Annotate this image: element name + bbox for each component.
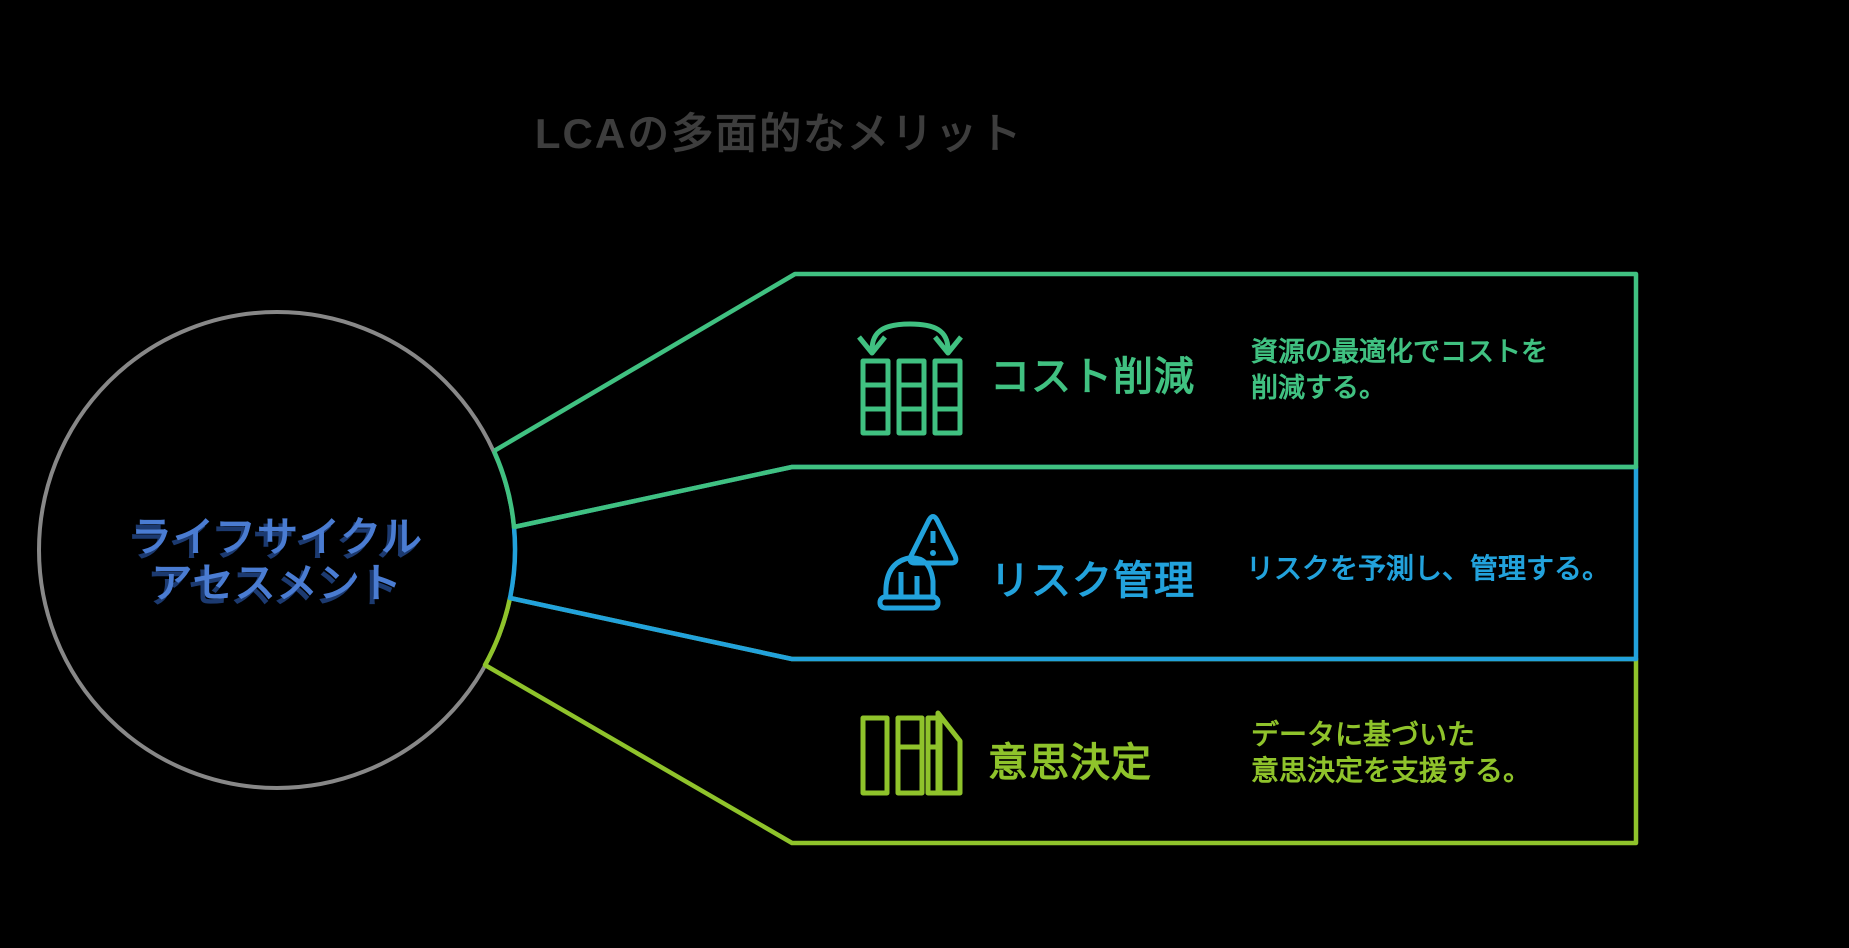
benefit-band-decision [482,595,1639,846]
diagram-title: LCAの多面的なメリット [534,110,1024,157]
benefit-label-cost-reduction: コスト削減 [990,355,1195,399]
benefit-band-cost [491,271,1639,530]
data-books-icon [860,710,963,796]
circle-label-line2: アセスメント [151,560,403,606]
circle-label: ライフサイクル アセスメント [97,514,457,606]
benefit-label-risk-management: リスク管理 [990,559,1195,603]
benefit-description-decision-making: データに基づいた 意思決定を支援する。 [1251,717,1531,789]
circle-label-line1: ライフサイクル [131,514,423,560]
benefit-description-decision-line1: データに基づいた [1251,719,1476,750]
benefit-description-decision-line2: 意思決定を支援する。 [1251,755,1532,786]
benefit-description-risk-line1: リスクを予測し、管理する。 [1246,553,1611,584]
resource-optimization-icon [857,321,963,436]
benefit-label-decision-making: 意思決定 [988,741,1152,785]
benefit-description-cost-line1: 資源の最適化でコストを [1251,337,1548,367]
benefit-description-risk-management: リスクを予測し、管理する。 [1246,551,1610,587]
benefit-description-cost-reduction: 資源の最適化でコストを 削減する。 [1251,334,1548,406]
benefit-band-risk [507,464,1639,662]
risk-warning-helmet-icon [877,514,959,611]
benefit-description-cost-line2: 削減する。 [1251,373,1386,403]
